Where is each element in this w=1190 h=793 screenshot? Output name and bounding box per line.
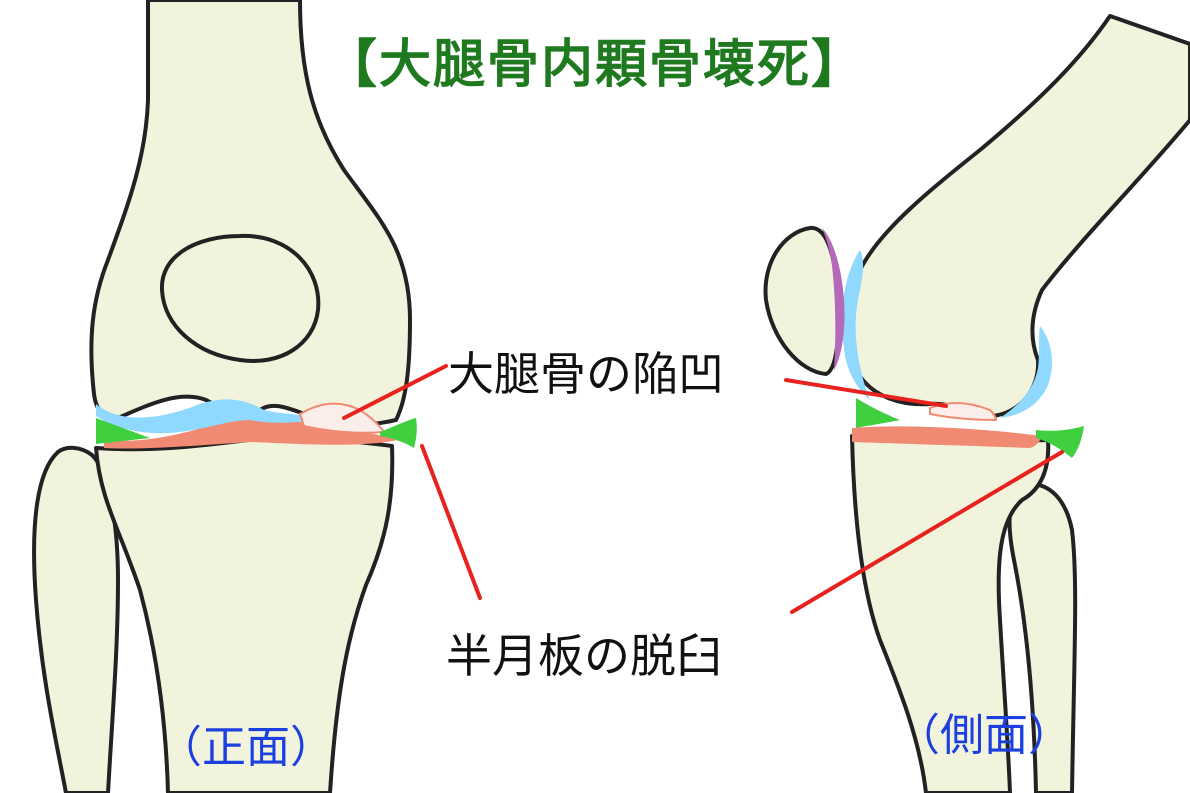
- front-femoral-defect: [298, 402, 386, 434]
- pointer-side-meniscus: [790, 450, 1064, 614]
- side-meniscus-back: [1036, 426, 1084, 458]
- label-side-view: （側面）: [896, 710, 1072, 761]
- side-femoral-cartilage-front: [841, 250, 870, 400]
- diagram-title: 【大腿骨内顆骨壊死】: [325, 35, 865, 95]
- pointer-side-depression: [784, 378, 948, 408]
- front-view-knee: [32, 0, 417, 793]
- side-patella: [763, 226, 841, 376]
- side-femoral-cartilage-back: [1000, 326, 1052, 418]
- label-meniscus-dislocation: 半月板の脱臼: [446, 629, 722, 683]
- side-view-knee: [763, 14, 1190, 793]
- pointer-front-meniscus: [420, 444, 482, 600]
- side-fibula: [1007, 481, 1078, 793]
- label-femoral-depression: 大腿骨の陥凹: [448, 347, 724, 401]
- side-tibial-cartilage: [852, 426, 1042, 448]
- front-tibial-cartilage: [104, 416, 398, 449]
- front-meniscus-left: [96, 418, 150, 444]
- pointer-front-depression: [342, 364, 448, 420]
- side-meniscus-front: [856, 398, 900, 428]
- front-patella: [159, 233, 321, 363]
- label-front-view: （正面）: [158, 722, 334, 773]
- side-femur: [847, 14, 1190, 418]
- pointer-lines: [342, 364, 1064, 614]
- front-meniscus-right: [380, 418, 417, 448]
- front-femoral-cartilage: [96, 399, 318, 434]
- side-patella-cartilage: [822, 228, 845, 370]
